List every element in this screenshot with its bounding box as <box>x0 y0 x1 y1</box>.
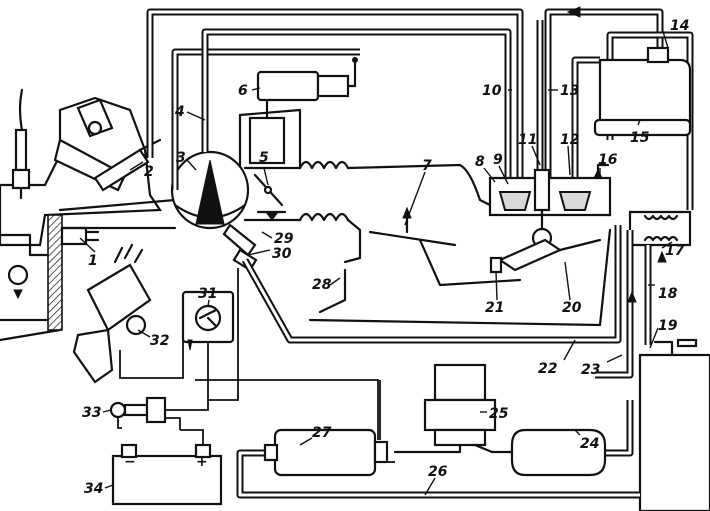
intake-manifold <box>58 198 177 230</box>
ignition-switch <box>109 396 181 430</box>
ignition-distributor <box>72 243 184 384</box>
callout-27: 27 <box>312 425 332 441</box>
callout-1: 1 <box>88 253 98 269</box>
callout-9: 9 <box>493 152 503 168</box>
battery-plus-sign: + <box>196 454 208 470</box>
callout-6: 6 <box>238 83 248 99</box>
battery-minus-sign: − <box>124 454 136 470</box>
callout-16: 16 <box>598 152 618 168</box>
callout-2: 2 <box>144 164 154 180</box>
warm-up-regulator <box>628 210 692 247</box>
callout-14: 14 <box>670 18 689 34</box>
callout-31: 31 <box>198 286 217 302</box>
callout-20: 20 <box>562 300 582 316</box>
callout-17: 17 <box>665 243 685 259</box>
spark-plug <box>11 88 31 200</box>
arrow-down-icon <box>13 289 23 300</box>
callout-34: 34 <box>84 481 103 497</box>
callout-33: 33 <box>82 405 101 421</box>
callout-13: 13 <box>560 83 579 99</box>
fuel-accumulator <box>490 428 607 477</box>
fuel-pump-relay <box>165 290 235 411</box>
callout-18: 18 <box>658 286 678 302</box>
sensor-plate-lever <box>489 238 602 274</box>
callout-labels: 1 2 3 4 5 6 7 8 9 10 11 12 13 14 15 16 1… <box>82 18 689 497</box>
fuel-tank <box>638 338 710 511</box>
callout-11: 11 <box>518 132 537 148</box>
wiring <box>208 268 381 440</box>
fuel-filter <box>393 363 497 454</box>
intake-gasket <box>47 214 63 331</box>
mixture-control-unit <box>488 163 612 249</box>
evap-canister <box>593 46 692 137</box>
flow-arrow-icon <box>566 6 581 18</box>
fuel-pump <box>195 379 395 477</box>
auxiliary-air-valve <box>238 57 358 170</box>
callout-22: 22 <box>538 361 557 377</box>
callout-3: 3 <box>176 150 186 166</box>
callout-4: 4 <box>174 104 185 120</box>
callout-10: 10 <box>482 83 502 99</box>
fuel-distributor <box>170 150 258 272</box>
coolant-temperature-sensor <box>60 226 100 246</box>
callout-12: 12 <box>560 132 579 148</box>
callout-19: 19 <box>658 318 678 334</box>
callout-26: 26 <box>428 464 448 480</box>
sensor-round-icon <box>7 264 29 286</box>
callout-29: 29 <box>274 231 294 247</box>
callout-24: 24 <box>580 436 599 452</box>
callout-leaders <box>79 27 673 496</box>
distributor-cone <box>195 159 225 225</box>
callout-15: 15 <box>630 130 650 146</box>
callout-30: 30 <box>272 246 292 262</box>
callout-25: 25 <box>489 406 509 422</box>
callout-21: 21 <box>485 300 504 316</box>
callout-23: 23 <box>581 362 600 378</box>
engine-block <box>0 96 162 342</box>
callout-32: 32 <box>150 333 169 349</box>
return-lines <box>236 225 667 499</box>
throttle-valve <box>253 173 287 221</box>
callout-28: 28 <box>312 277 332 293</box>
callout-7: 7 <box>422 158 432 174</box>
callout-8: 8 <box>475 154 485 170</box>
callout-5: 5 <box>259 150 269 166</box>
battery: − + <box>111 429 223 506</box>
